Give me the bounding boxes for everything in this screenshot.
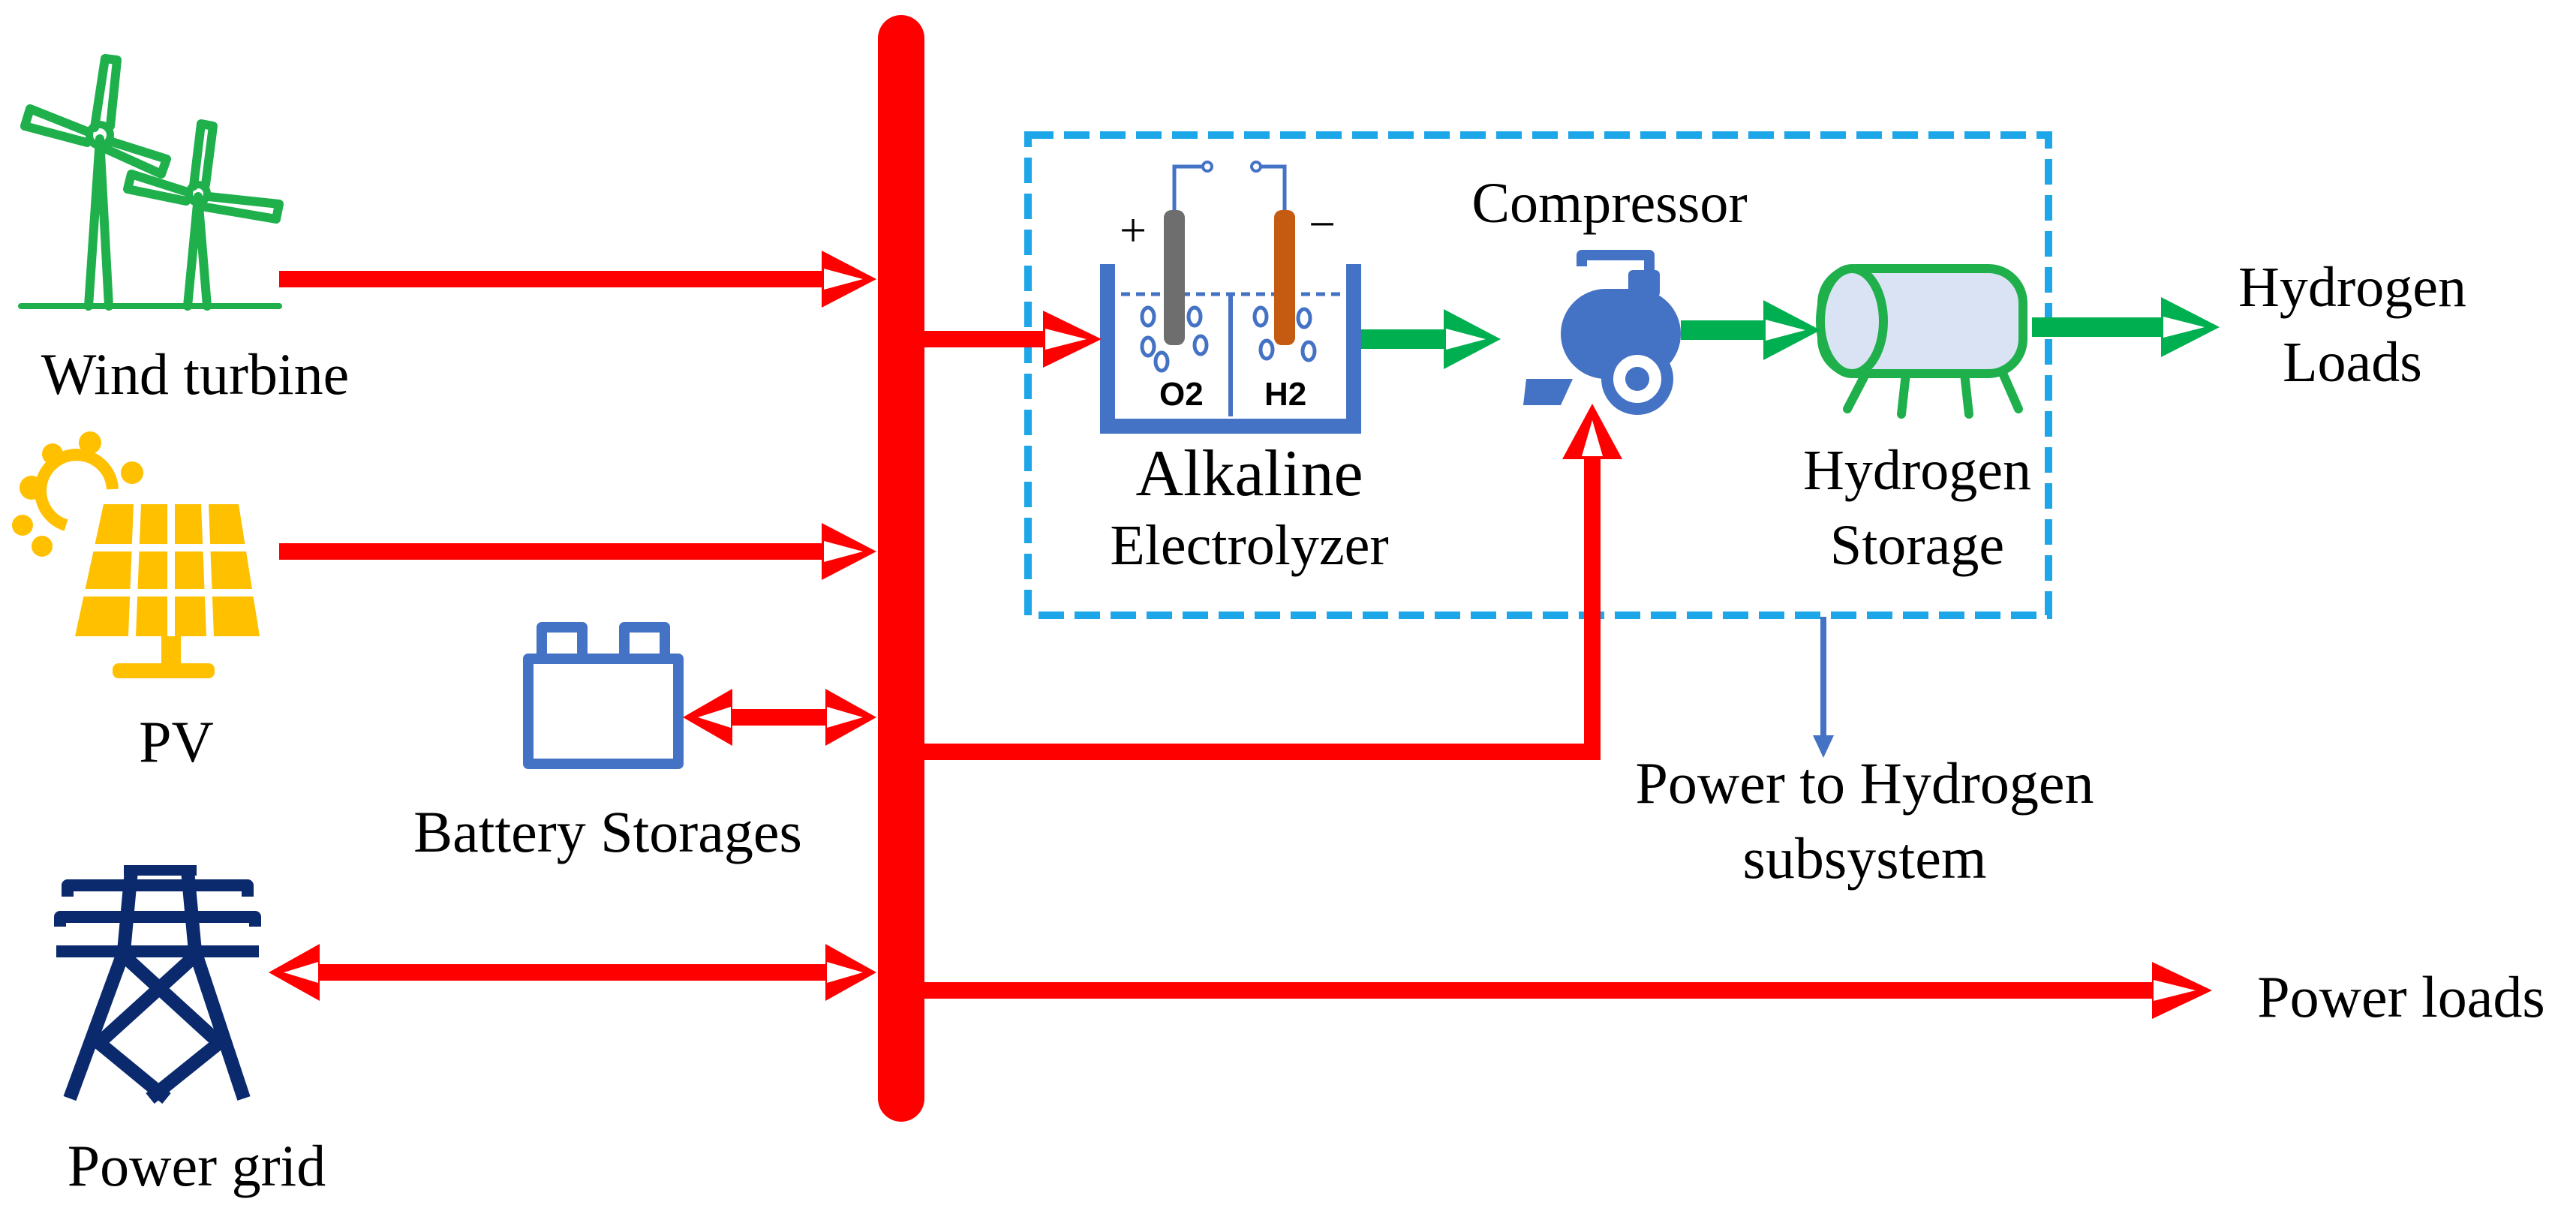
- power-bus: [878, 15, 924, 1122]
- arrow-electrolyzer-to-compressor: [1361, 309, 1501, 369]
- subsystem-pointer-arrow: [1813, 617, 1834, 758]
- power-loads-label: Power loads: [2257, 964, 2544, 1029]
- battery-icon: [523, 622, 684, 769]
- electrolyzer-icon: O2 H2 + −: [1100, 161, 1361, 434]
- cathode-minus-sign: −: [1309, 197, 1336, 251]
- p2h-subsystem-label-line2: subsystem: [1742, 825, 1986, 891]
- hydrogen-tank-icon: [1816, 264, 2027, 419]
- power-tower-icon: [54, 865, 261, 1104]
- hydrogen-loads-label-line2: Loads: [2283, 331, 2422, 394]
- compressor-label: Compressor: [1471, 172, 1747, 235]
- o2-label: O2: [1159, 376, 1204, 413]
- p2h-subsystem-label-line1: Power to Hydrogen: [1636, 750, 2094, 816]
- power-flow-arrows: [269, 251, 2212, 1019]
- hydrogen-loads-label-line1: Hydrogen: [2238, 256, 2466, 319]
- pv-panel-icon: [12, 431, 260, 678]
- arrow-bus-to-electrolyzer: [924, 311, 1102, 368]
- hydrogen-flow-arrows: [1361, 297, 2220, 369]
- arrow-pv-to-bus: [279, 523, 876, 580]
- hydrogen-storage-label-line1: Hydrogen: [1803, 439, 2031, 502]
- power-grid-label: Power grid: [68, 1133, 326, 1198]
- h2-label: H2: [1264, 376, 1306, 413]
- arrow-storage-to-hydrogen-loads: [2032, 297, 2220, 357]
- pv-label: PV: [139, 709, 214, 774]
- arrow-bus-to-power-loads: [924, 962, 2212, 1019]
- p2h-subsystem-border: [1024, 131, 2052, 619]
- alkaline-label: Alkaline: [1135, 437, 1363, 510]
- wind-turbine-label: Wind turbine: [41, 341, 350, 407]
- arrow-battery-bus: [683, 689, 876, 746]
- compressor-icon: [1523, 250, 1681, 415]
- electrolyzer-label: Electrolyzer: [1110, 514, 1388, 577]
- arrow-grid-bus: [269, 944, 876, 1001]
- arrow-bus-to-compressor: [924, 404, 1622, 760]
- wind-turbine-icon: [18, 54, 284, 311]
- battery-storages-label: Battery Storages: [413, 799, 802, 864]
- anode-plus-sign: +: [1120, 203, 1147, 257]
- arrow-compressor-to-storage: [1681, 300, 1820, 360]
- hydrogen-storage-label-line2: Storage: [1830, 514, 2004, 577]
- arrow-wind-to-bus: [279, 251, 876, 308]
